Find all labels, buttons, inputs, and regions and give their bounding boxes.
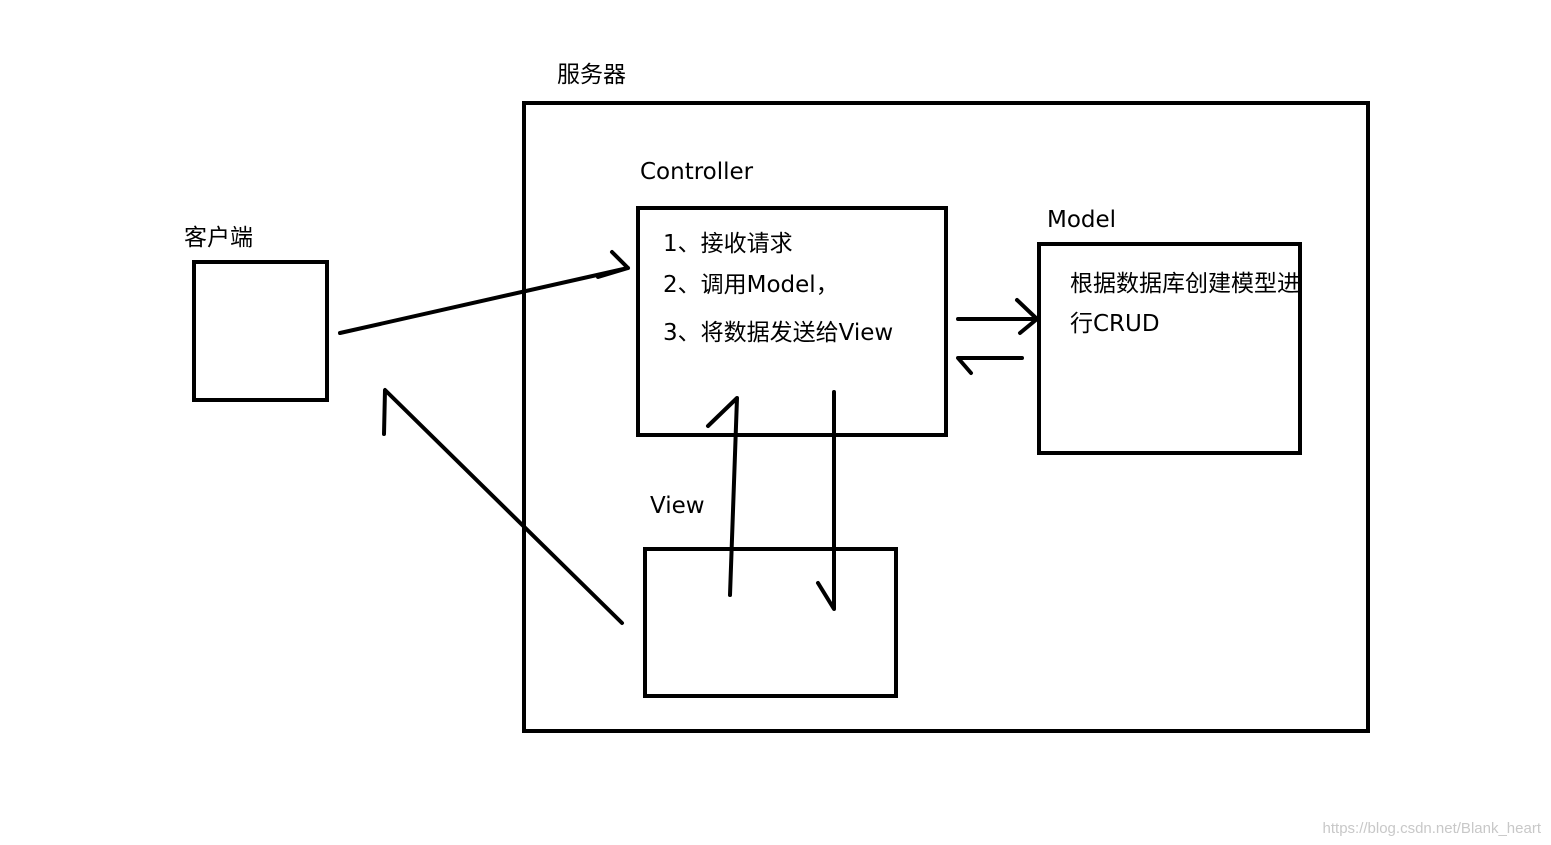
arrow-model-to-controller <box>956 356 1024 375</box>
model-desc-line1: 根据数据库创建模型进 <box>1070 271 1300 297</box>
arrow-view-to-client <box>382 388 624 625</box>
view-box <box>643 547 898 698</box>
server-box <box>522 101 1370 733</box>
server-label: 服务器 <box>557 62 626 88</box>
client-label: 客户端 <box>184 225 253 251</box>
controller-label: Controller <box>640 159 754 185</box>
arrow-controller-to-model <box>956 298 1039 335</box>
model-box <box>1037 242 1302 455</box>
view-label: View <box>650 493 705 519</box>
model-label: Model <box>1047 207 1117 233</box>
model-desc-line2: 行CRUD <box>1070 311 1160 337</box>
controller-box <box>636 206 948 437</box>
arrow-client-to-controller <box>338 250 630 335</box>
arrow-view-to-controller <box>706 396 739 597</box>
controller-step-send-view: 3、将数据发送给View <box>663 320 894 346</box>
controller-step-call-model: 2、调用Model， <box>663 272 839 298</box>
client-box <box>192 260 329 402</box>
controller-step-receive: 1、接收请求 <box>663 231 793 257</box>
arrow-controller-to-view <box>816 390 836 611</box>
watermark: https://blog.csdn.net/Blank_heart <box>1322 820 1541 837</box>
